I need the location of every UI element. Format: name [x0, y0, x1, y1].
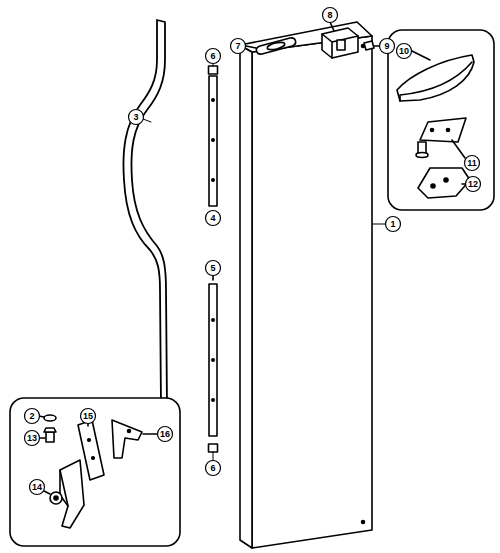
- callout-number: 8: [323, 8, 337, 22]
- callout-number: 13: [25, 431, 39, 445]
- callout-circle: [158, 427, 173, 442]
- callout-number: 11: [465, 156, 479, 170]
- door-closer: [322, 22, 380, 58]
- callout-number: 4: [206, 211, 220, 225]
- callout-circle: [465, 156, 480, 171]
- callout-number: 7: [231, 39, 245, 53]
- callout-circle: [206, 211, 221, 226]
- hinge-pin: [246, 38, 296, 54]
- callout-circle: [30, 480, 45, 495]
- callout-number: 15: [81, 409, 95, 423]
- callout-rings: [25, 8, 481, 495]
- callout-circle: [231, 39, 246, 54]
- callout-circle: [81, 409, 96, 424]
- callout-number: 6: [206, 461, 220, 475]
- callout-circle: [206, 49, 221, 64]
- callout-circle: [25, 409, 40, 424]
- callout-number: 2: [25, 409, 39, 423]
- callout-circle: [466, 177, 481, 192]
- callout-circle: [206, 261, 221, 276]
- hinge-inset: [10, 398, 180, 546]
- door-panel: [240, 22, 372, 548]
- callout-circle: [206, 461, 221, 476]
- leader-line: [143, 63, 386, 461]
- callout-circle: [323, 8, 338, 23]
- callout-circle: [386, 217, 401, 232]
- trim-strip: [209, 66, 218, 452]
- callout-number: 9: [380, 39, 394, 53]
- callout-number: 10: [397, 44, 411, 58]
- callout-circle: [397, 44, 412, 59]
- callout-circle: [380, 39, 395, 54]
- callout-circle: [129, 110, 144, 125]
- callout-number: 3: [129, 110, 143, 124]
- callout-number: 5: [206, 261, 220, 275]
- hinge-inset: [388, 30, 494, 210]
- callout-number: 16: [158, 427, 172, 441]
- callout-number: 6: [206, 49, 220, 63]
- callout-circle: [25, 431, 40, 446]
- callout-number: 12: [466, 177, 480, 191]
- callout-number: 14: [30, 480, 44, 494]
- callout-number: 1: [386, 217, 400, 231]
